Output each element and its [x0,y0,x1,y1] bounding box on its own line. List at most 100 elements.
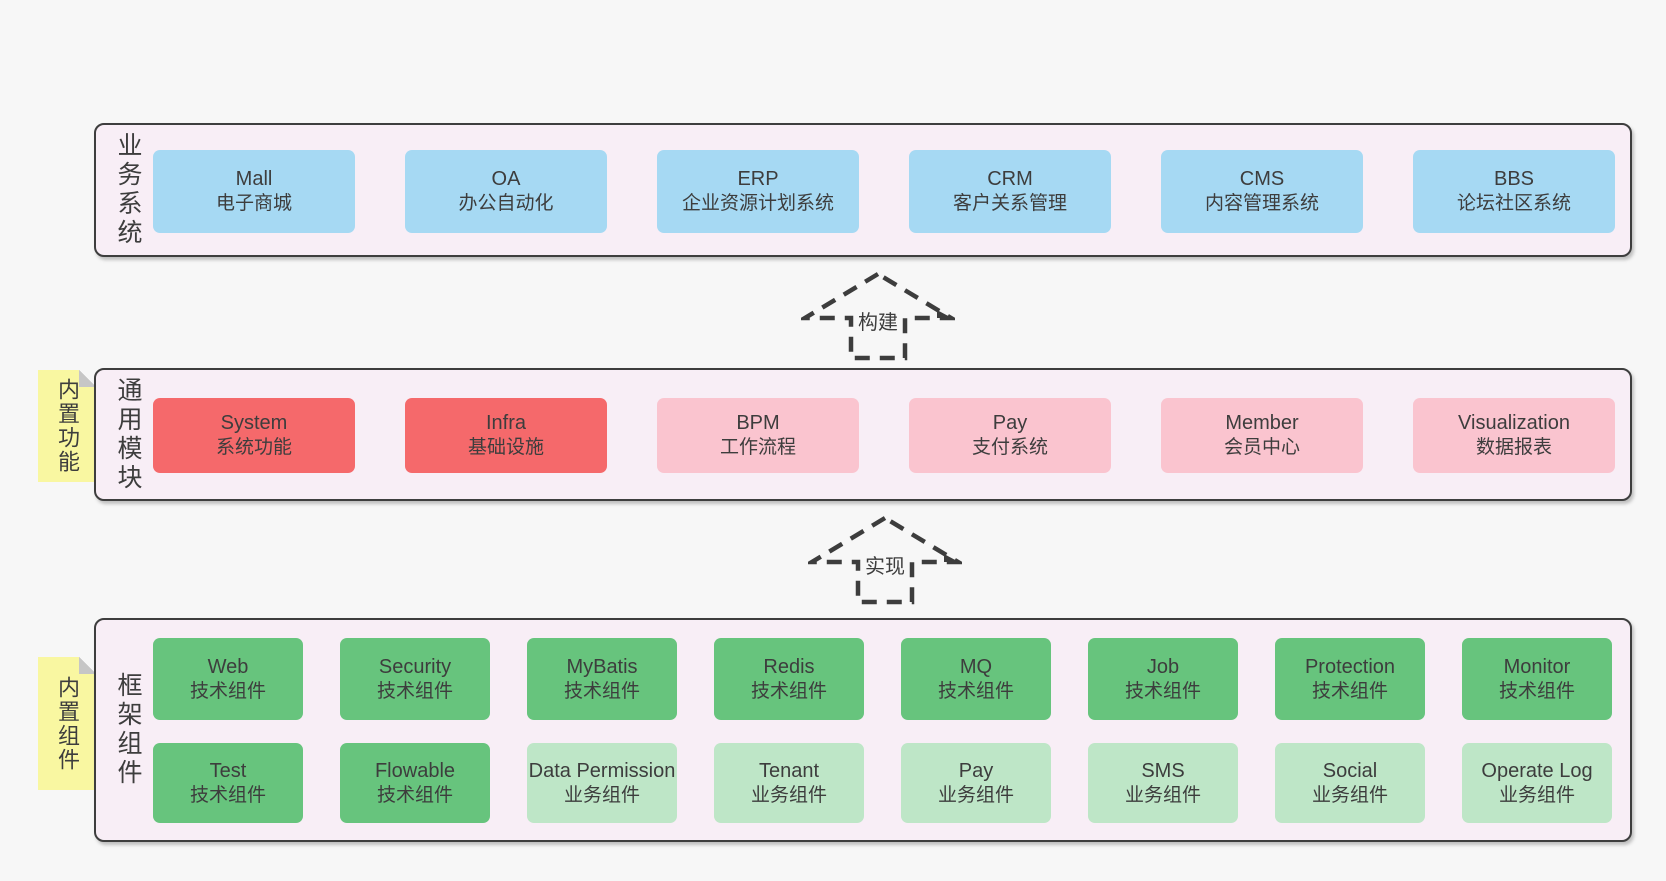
box-bbs: BBS 论坛社区系统 [1413,150,1615,233]
box-subtitle: 工作流程 [719,437,796,459]
box-subtitle: 业务组件 [750,784,827,806]
box-name: Infra [485,412,527,435]
box-name: Security [378,655,452,678]
box-name: Protection [1304,655,1396,678]
box-security: Security 技术组件 [340,638,490,720]
box-subtitle: 技术组件 [376,784,453,806]
box-name: Tenant [758,759,820,782]
box-name: Mall [235,168,273,191]
box-subtitle: 企业资源计划系统 [681,193,834,215]
box-name: Social [1322,759,1378,782]
box-pay-component: Pay 业务组件 [901,743,1051,823]
band-common-modules: 通用模块 System 系统功能 Infra 基础设施 BPM 工作流程 Pay… [94,368,1632,501]
box-subtitle: 技术组件 [189,784,266,806]
box-name: Flowable [374,759,456,782]
up-arrow-icon [801,271,955,361]
box-bpm: BPM 工作流程 [657,398,859,473]
box-pay-system: Pay 支付系统 [909,398,1111,473]
band-label: 框架组件 [114,672,142,788]
box-name: Member [1225,412,1299,435]
box-monitor: Monitor 技术组件 [1462,638,1612,720]
folded-corner-icon [79,370,96,387]
box-subtitle: 数据报表 [1475,437,1552,459]
box-subtitle: 业务组件 [1498,784,1575,806]
box-mq: MQ 技术组件 [901,638,1051,720]
box-protection: Protection 技术组件 [1275,638,1425,720]
up-arrow-icon [808,515,962,605]
box-subtitle: 基础设施 [467,437,544,459]
box-name: MyBatis [566,655,638,678]
box-subtitle: 客户关系管理 [952,193,1067,215]
box-name: Redis [763,655,815,678]
box-name: OA [491,168,521,191]
box-name: ERP [737,168,779,191]
box-subtitle: 论坛社区系统 [1456,193,1571,215]
folded-corner-icon [79,657,96,674]
box-system: System 系统功能 [153,398,355,473]
box-name: BBS [1493,168,1535,191]
box-name: Test [209,759,247,782]
box-subtitle: 技术组件 [1498,680,1575,702]
box-operate-log: Operate Log 业务组件 [1462,743,1612,823]
band-business-systems: 业务系统 Mall 电子商城 OA 办公自动化 ERP 企业资源计划系统 CRM… [94,123,1632,257]
box-name: Visualization [1458,412,1570,435]
box-subtitle: 技术组件 [1311,680,1388,702]
box-subtitle: 业务组件 [563,784,640,806]
band-label: 通用模块 [114,376,142,493]
box-subtitle: 业务组件 [937,784,1014,806]
box-name: CMS [1239,168,1285,191]
box-data-permission: Data Permission 业务组件 [527,743,677,823]
box-name: SMS [1141,759,1185,782]
box-redis: Redis 技术组件 [714,638,864,720]
box-name: Operate Log [1481,759,1593,782]
sticky-note-built-in-features: 内置功能 [38,370,96,482]
box-member: Member 会员中心 [1161,398,1363,473]
box-name: Web [207,655,249,678]
box-flowable: Flowable 技术组件 [340,743,490,823]
components-box-row-1: Web 技术组件 Security 技术组件 MyBatis 技术组件 Redi… [153,638,1612,720]
dashed-up-arrow-build: 构建 [801,270,955,362]
box-mybatis: MyBatis 技术组件 [527,638,677,720]
box-name: Pay [958,759,994,782]
box-infra: Infra 基础设施 [405,398,607,473]
arrow-label: 实现 [862,550,908,579]
box-tenant: Tenant 业务组件 [714,743,864,823]
box-name: BPM [736,412,780,435]
box-cms: CMS 内容管理系统 [1161,150,1363,233]
box-subtitle: 技术组件 [563,680,640,702]
box-social: Social 业务组件 [1275,743,1425,823]
box-name: System [220,412,288,435]
box-subtitle: 技术组件 [750,680,827,702]
box-name: Data Permission [528,759,676,782]
box-subtitle: 技术组件 [376,680,453,702]
box-erp: ERP 企业资源计划系统 [657,150,859,233]
box-subtitle: 业务组件 [1311,784,1388,806]
box-crm: CRM 客户关系管理 [909,150,1111,233]
band-framework-components: 框架组件 Web 技术组件 Security 技术组件 MyBatis 技术组件… [94,618,1632,842]
box-job: Job 技术组件 [1088,638,1238,720]
box-subtitle: 技术组件 [1124,680,1201,702]
box-subtitle: 业务组件 [1124,784,1201,806]
box-sms: SMS 业务组件 [1088,743,1238,823]
box-subtitle: 技术组件 [189,680,266,702]
box-test: Test 技术组件 [153,743,303,823]
dashed-up-arrow-implement: 实现 [808,514,962,606]
box-subtitle: 系统功能 [215,437,292,459]
box-subtitle: 技术组件 [937,680,1014,702]
box-subtitle: 电子商城 [215,193,292,215]
sticky-note-built-in-components: 内置组件 [38,657,96,790]
box-subtitle: 内容管理系统 [1204,193,1319,215]
box-name: Pay [992,412,1028,435]
sticky-label: 内置功能 [55,378,80,474]
arrow-label: 构建 [855,306,901,335]
components-box-row-2: Test 技术组件 Flowable 技术组件 Data Permission … [153,743,1612,823]
box-mall: Mall 电子商城 [153,150,355,233]
box-subtitle: 会员中心 [1223,437,1300,459]
sticky-label: 内置组件 [55,675,80,772]
box-subtitle: 支付系统 [971,437,1048,459]
box-name: Job [1146,655,1180,678]
band-label: 业务系统 [114,132,142,248]
box-subtitle: 办公自动化 [458,193,554,215]
business-box-row: Mall 电子商城 OA 办公自动化 ERP 企业资源计划系统 CRM 客户关系… [153,150,1615,233]
